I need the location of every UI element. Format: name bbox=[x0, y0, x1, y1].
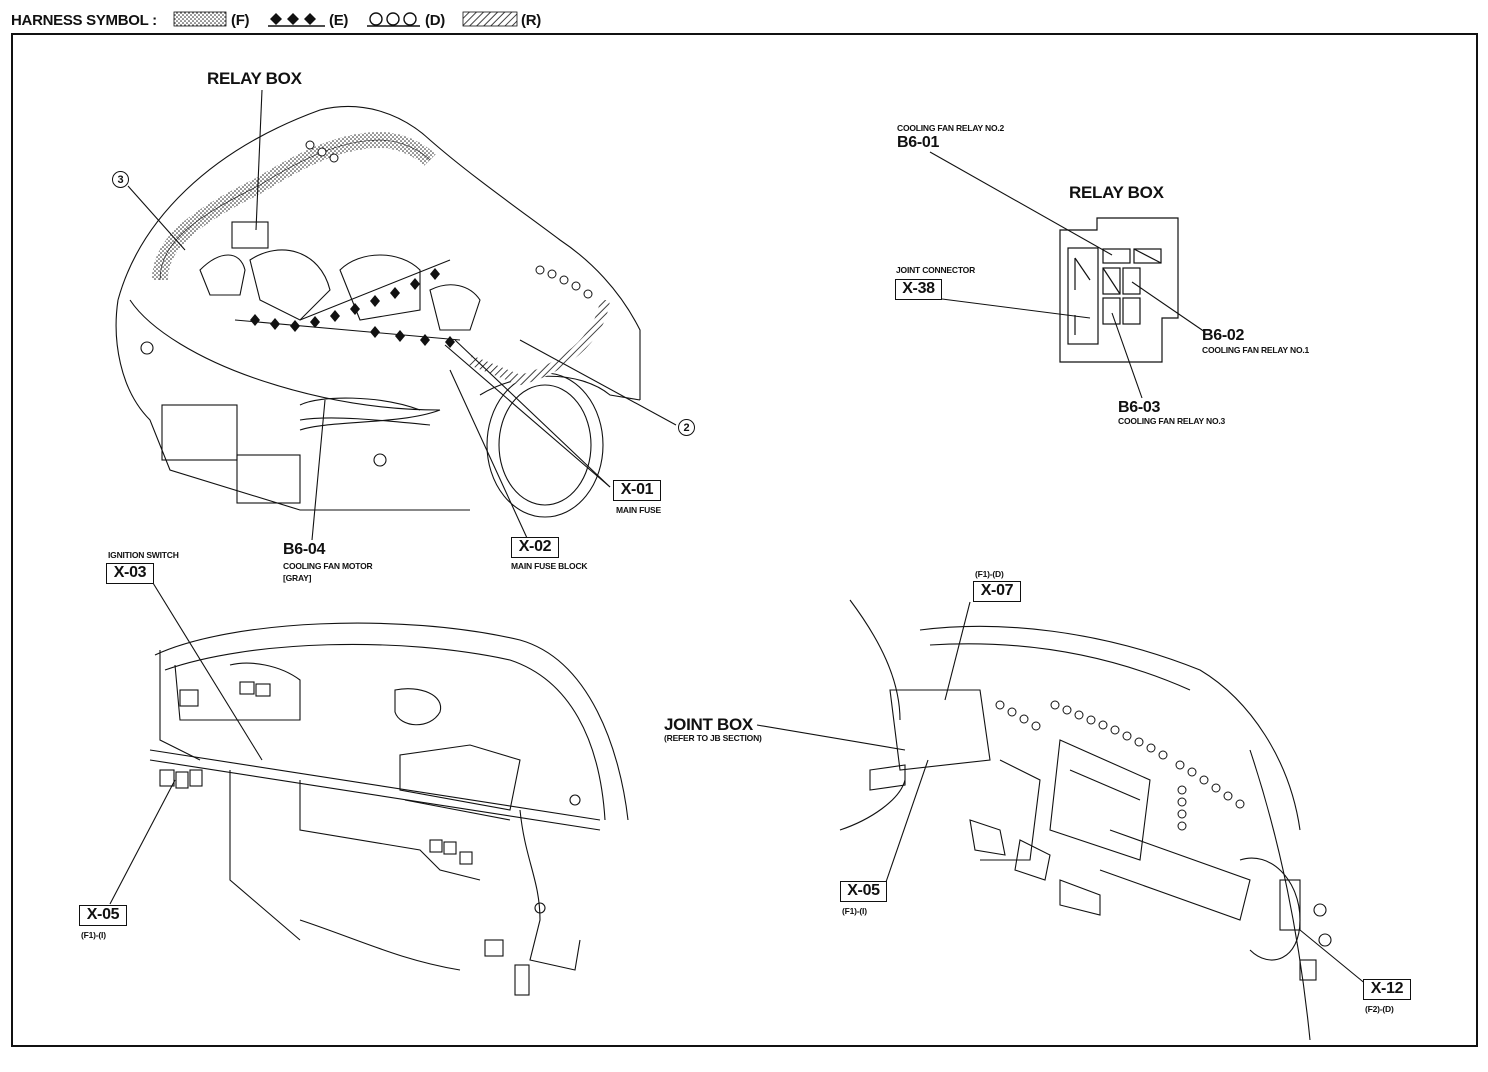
b6-03-desc: COOLING FAN RELAY NO.3 bbox=[1118, 416, 1226, 426]
x-05-left-sub: (F1)-(I) bbox=[81, 930, 106, 940]
legend-code-e: (E) bbox=[329, 12, 349, 29]
dash-right-illustration bbox=[839, 599, 1332, 1041]
x-38-desc: JOINT CONNECTOR bbox=[896, 265, 976, 275]
engine-bay-illustration bbox=[115, 105, 641, 518]
connector-x-02-desc: MAIN FUSE BLOCK bbox=[511, 561, 588, 571]
harness-d-dash bbox=[995, 700, 1245, 831]
legend-circle-swatch bbox=[369, 12, 417, 26]
legend-diamond-swatch bbox=[270, 13, 316, 25]
legend-code-d: (D) bbox=[425, 12, 445, 29]
connector-x-01[interactable]: X-01 bbox=[613, 480, 661, 501]
connector-x-03[interactable]: X-03 bbox=[106, 563, 154, 584]
legend-hatch-swatch bbox=[462, 11, 518, 27]
legend-code-f: (F) bbox=[231, 12, 250, 29]
relay-leader-lines bbox=[929, 151, 1206, 399]
connector-b6-03[interactable]: B6-03 bbox=[1118, 399, 1161, 416]
callout-3: 3 bbox=[112, 171, 129, 188]
relay-box-label: RELAY BOX bbox=[207, 69, 302, 88]
connector-b6-04[interactable]: B6-04 bbox=[283, 541, 326, 558]
callout-2: 2 bbox=[678, 419, 695, 436]
legend-swatches bbox=[173, 11, 518, 27]
connector-x-05-left[interactable]: X-05 bbox=[79, 905, 127, 926]
connector-x-07[interactable]: X-07 bbox=[973, 581, 1021, 602]
page-frame bbox=[11, 33, 1478, 1047]
legend-stipple-swatch bbox=[173, 11, 227, 27]
connector-b6-01[interactable]: B6-01 bbox=[897, 134, 940, 151]
connector-x-05-right[interactable]: X-05 bbox=[840, 881, 887, 902]
x-05-right-sub: (F1)-(I) bbox=[842, 906, 867, 916]
harness-f-engine-outline bbox=[159, 139, 431, 281]
x-12-sub: (F2)-(D) bbox=[1365, 1004, 1394, 1014]
dash-right-leader-lines bbox=[756, 601, 1368, 986]
relay-box-illustration bbox=[1059, 217, 1179, 363]
connector-x-38[interactable]: X-38 bbox=[895, 279, 942, 300]
connector-x-01-desc: MAIN FUSE bbox=[616, 505, 661, 515]
relay-box-detail-title: RELAY BOX bbox=[1069, 183, 1164, 202]
connector-b6-04-desc: COOLING FAN MOTOR bbox=[283, 561, 373, 571]
dash-left-illustration bbox=[149, 622, 629, 996]
connector-x-02[interactable]: X-02 bbox=[511, 537, 559, 558]
engine-leader-lines bbox=[127, 89, 677, 541]
x-07-sub: (F1)-(D) bbox=[975, 569, 1004, 579]
harness-f-engine bbox=[152, 131, 436, 281]
joint-box-label[interactable]: JOINT BOX bbox=[664, 715, 753, 734]
legend-code-r: (R) bbox=[521, 12, 541, 29]
relay-slot-b6-02 bbox=[1122, 267, 1141, 295]
b6-01-desc: COOLING FAN RELAY NO.2 bbox=[897, 123, 1005, 133]
b6-02-desc: COOLING FAN RELAY NO.1 bbox=[1202, 345, 1310, 355]
connector-x-12[interactable]: X-12 bbox=[1363, 979, 1411, 1000]
harness-d-engine bbox=[305, 140, 593, 299]
harness-r-engine bbox=[468, 299, 610, 386]
connector-b6-04-note: [GRAY] bbox=[283, 573, 312, 583]
harness-symbol-title: HARNESS SYMBOL : bbox=[11, 12, 157, 29]
dash-left-leader-lines bbox=[109, 582, 263, 905]
connector-b6-02[interactable]: B6-02 bbox=[1202, 327, 1245, 344]
harness-e-engine bbox=[234, 259, 461, 348]
x-03-desc: IGNITION SWITCH bbox=[108, 550, 179, 560]
relay-slot-b6-03 bbox=[1102, 297, 1121, 325]
relay-slot-b6-01 bbox=[1102, 248, 1131, 264]
joint-box-sub: (REFER TO JB SECTION) bbox=[664, 733, 762, 743]
